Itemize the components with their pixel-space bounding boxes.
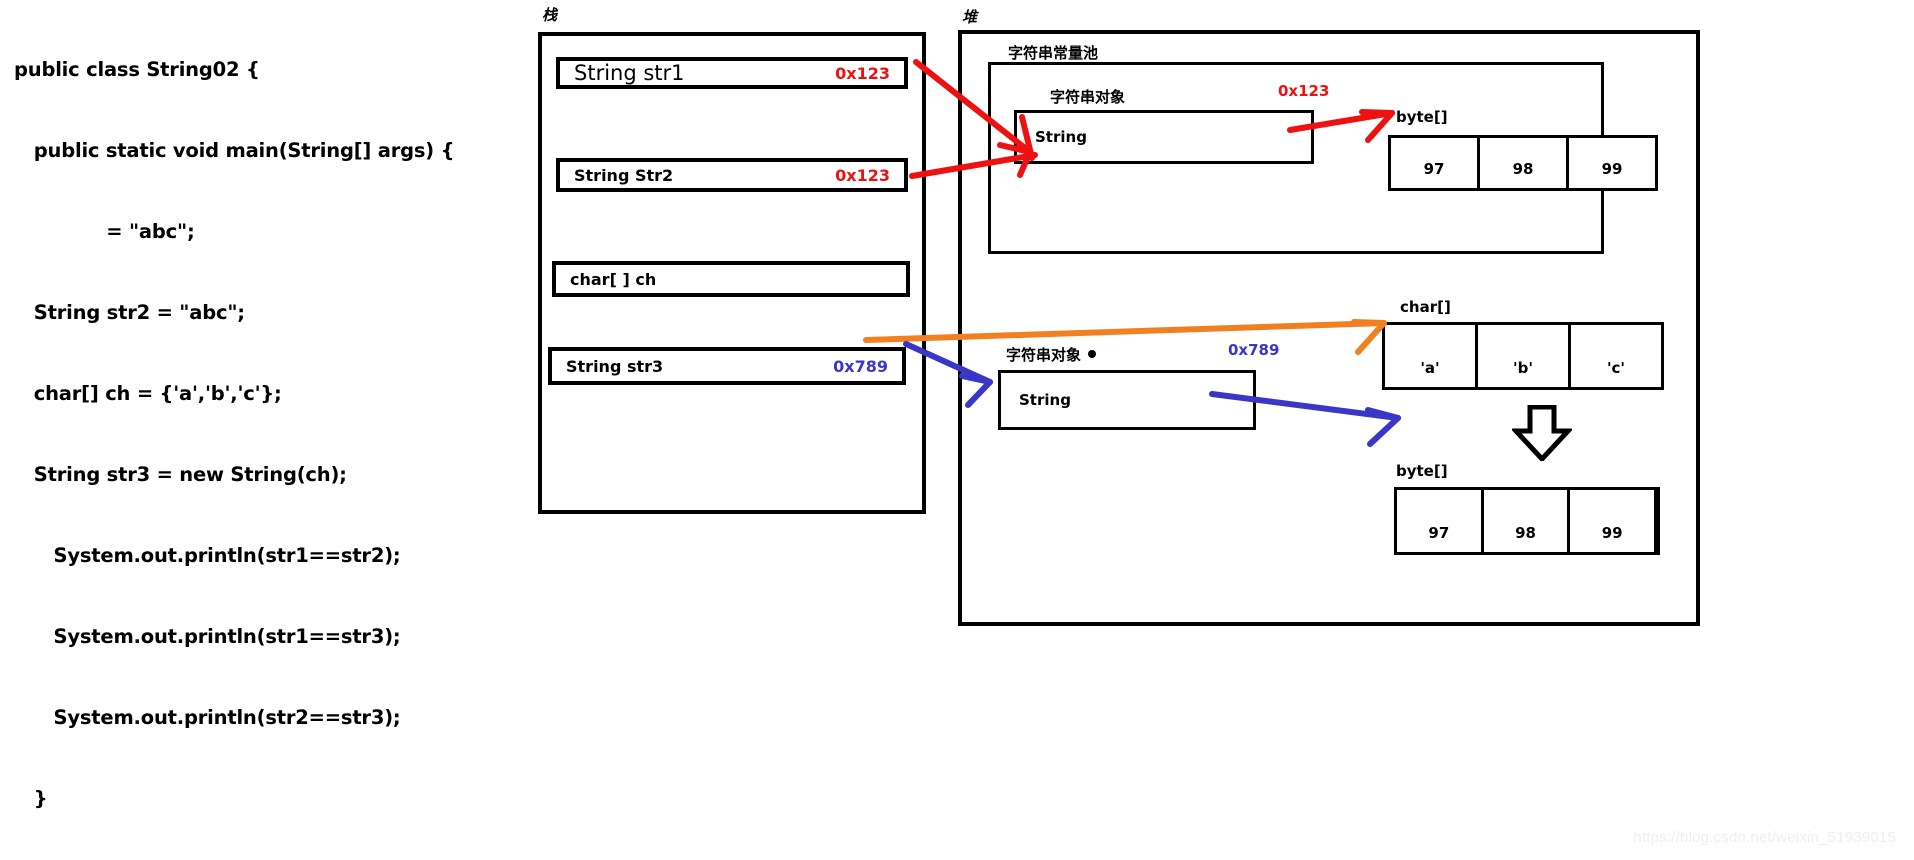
byte-array-label: byte[] bbox=[1396, 462, 1448, 480]
array-cell: 97 bbox=[1397, 490, 1484, 552]
stack-region-label: 栈 bbox=[542, 6, 558, 24]
array-cell: 98 bbox=[1480, 138, 1569, 188]
stack-slot-str3: String str3 0x789 bbox=[548, 347, 906, 385]
string-object-box: String bbox=[1014, 110, 1314, 164]
stack-slot-str1: String str1 0x123 bbox=[556, 57, 908, 89]
array-cell: 98 bbox=[1484, 490, 1571, 552]
stack-slot-label: char[ ] ch bbox=[570, 269, 657, 289]
stack-slot-label: String str3 bbox=[566, 356, 664, 376]
string-object-box: String bbox=[998, 370, 1256, 430]
stack-slot-address: 0x789 bbox=[833, 356, 888, 376]
string-object-address: 0x123 bbox=[1278, 82, 1330, 100]
stack-slot-ch: char[ ] ch bbox=[552, 261, 910, 297]
code-line: } bbox=[14, 787, 48, 810]
watermark-text: https://blog.csdn.net/weixin_51939015 bbox=[1633, 829, 1896, 846]
string-object-caption: 字符串对象 bbox=[1050, 88, 1126, 106]
code-line: String str3 = new String(ch); bbox=[14, 463, 347, 486]
stack-slot-str2: String Str2 0x123 bbox=[556, 158, 908, 192]
code-line: char[] ch = {'a','b','c'}; bbox=[14, 382, 282, 405]
down-arrow-icon bbox=[1512, 405, 1572, 461]
string-object-type: String bbox=[1019, 391, 1071, 409]
code-line: System.out.println(str1==str3); bbox=[14, 625, 401, 648]
byte-array-2: 97 98 99 bbox=[1394, 487, 1660, 555]
array-cell: 'b' bbox=[1478, 325, 1571, 387]
array-cell: 'c' bbox=[1606, 359, 1626, 377]
byte-array-label: byte[] bbox=[1396, 108, 1448, 126]
code-line: public class String02 { bbox=[14, 58, 260, 81]
code-line: System.out.println(str2==str3); bbox=[14, 706, 401, 729]
java-code-block: public class String02 { public static vo… bbox=[14, 2, 484, 860]
string-object-caption: 字符串对象 bbox=[1006, 346, 1082, 364]
code-line: public static void main(String[] args) { bbox=[14, 139, 455, 162]
stack-slot-label: String str1 bbox=[574, 61, 685, 85]
stack-slot-address: 0x123 bbox=[835, 63, 890, 83]
code-line: = "abc"; bbox=[14, 220, 195, 243]
array-cell: 97 bbox=[1391, 138, 1480, 188]
string-constant-pool-label: 字符串常量池 bbox=[1008, 44, 1099, 62]
byte-array-1: 97 98 99 bbox=[1388, 135, 1658, 191]
heap-region-label: 堆 bbox=[962, 8, 978, 26]
char-array-label: char[] bbox=[1400, 298, 1451, 316]
array-cell: 99 bbox=[1570, 490, 1658, 552]
char-array: 'a' 'b' 'c' bbox=[1382, 322, 1664, 390]
stack-frame bbox=[538, 32, 926, 514]
code-line: System.out.println(str1==str2); bbox=[14, 544, 401, 567]
array-cell: 99 bbox=[1601, 160, 1623, 178]
code-line: String str2 = "abc"; bbox=[14, 301, 245, 324]
array-cell: 'a' bbox=[1385, 325, 1478, 387]
stack-slot-address: 0x123 bbox=[835, 165, 890, 185]
string-object-address: 0x789 bbox=[1228, 341, 1280, 359]
string-object-type: String bbox=[1035, 128, 1087, 146]
stack-slot-label: String Str2 bbox=[574, 165, 674, 185]
